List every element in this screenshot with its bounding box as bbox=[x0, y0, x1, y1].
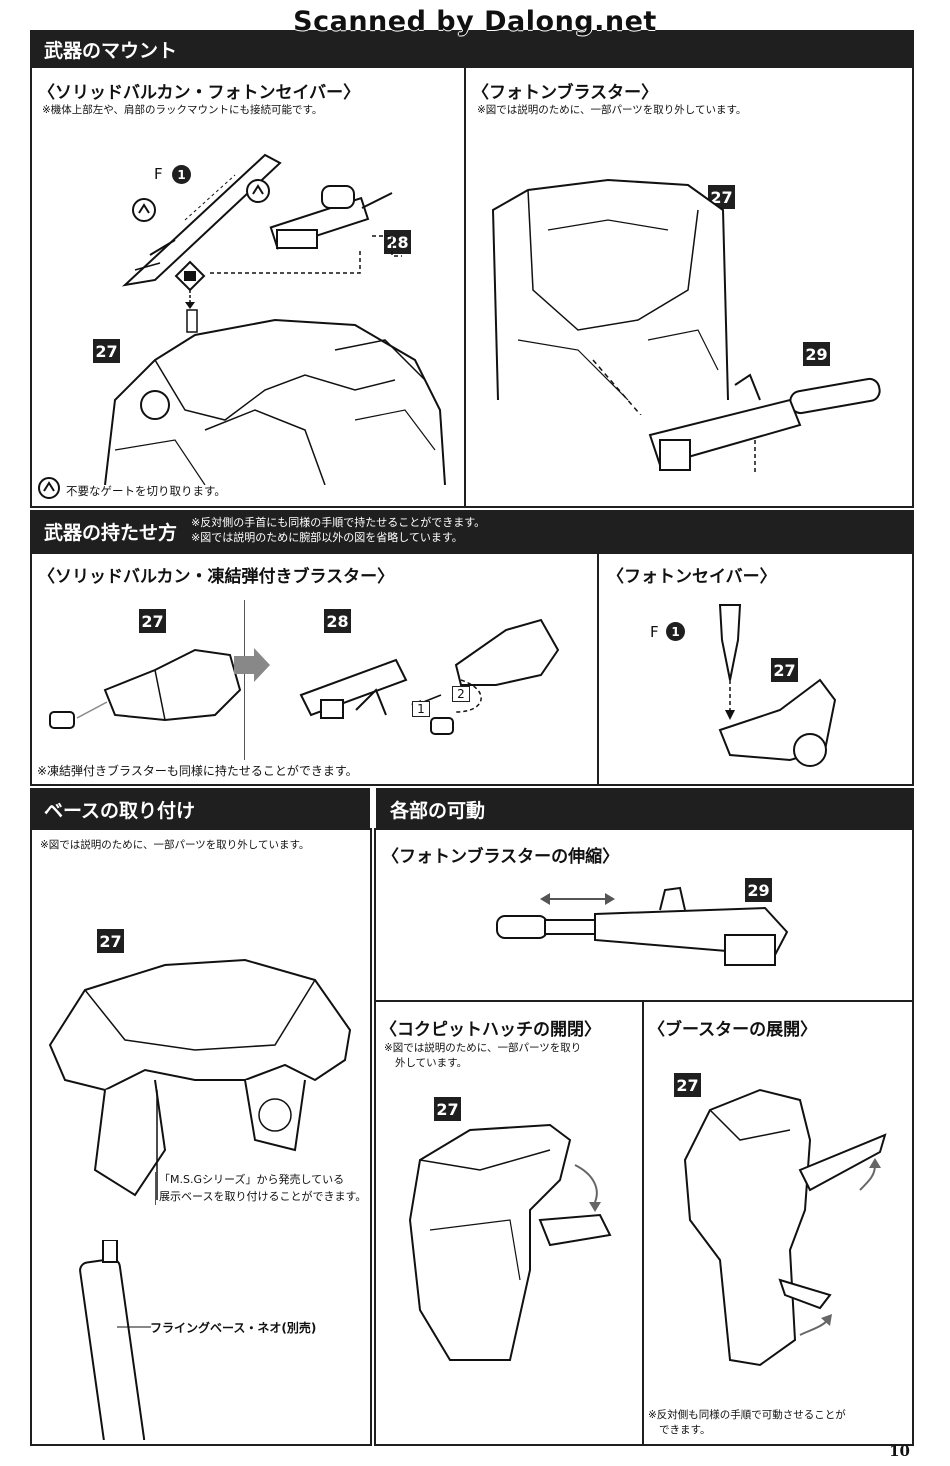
subtitle-photon-saber-hold: 〈フォトンセイバー〉 bbox=[607, 567, 777, 587]
arm-illustration bbox=[49, 648, 242, 729]
note-other-side-booster: ※反対側も同様の手順で可動させることが できます。 bbox=[648, 1408, 846, 1438]
flying-base-illustration bbox=[79, 1240, 151, 1440]
gate-icon bbox=[132, 198, 156, 222]
callout-display-base: 「M.S.Gシリーズ」から発売している 展示ベースを取り付けることができます。 bbox=[155, 1172, 366, 1205]
note-arms-only: ※図では説明のために腕部以外の図を省略しています。 bbox=[191, 531, 463, 544]
booster-note-line-1: ※反対側も同様の手順で可動させることが bbox=[648, 1409, 846, 1421]
subtitle-photon-blaster: 〈フォトンブラスター〉 bbox=[472, 83, 659, 103]
runner-letter-f: F bbox=[154, 165, 163, 183]
hatch-note-line-2: 外しています。 bbox=[395, 1057, 468, 1070]
part-number-27-mount: 27 bbox=[93, 339, 120, 363]
step-marker-2: 2 bbox=[452, 686, 470, 702]
vulcan-in-hand-illustration bbox=[299, 618, 560, 735]
booster-deploy-illustration bbox=[683, 1088, 887, 1367]
callout-line-2: 展示ベースを取り付けることができます。 bbox=[159, 1189, 367, 1203]
note-cut-gates: 不要なゲートを切り取ります。 bbox=[66, 484, 226, 498]
part-number-27-booster: 27 bbox=[674, 1073, 701, 1097]
next-step-arrow-icon bbox=[234, 648, 270, 682]
part-number-27-hold: 27 bbox=[139, 609, 166, 633]
note-freeze-blaster-hold: ※凍結弾付きブラスターも同様に持たせることができます。 bbox=[37, 764, 358, 778]
runner-number-1: 1 bbox=[172, 165, 191, 184]
connector-icon bbox=[174, 260, 206, 309]
section-header-base: ベースの取り付け bbox=[30, 788, 370, 830]
saber-in-hand-illustration bbox=[718, 604, 837, 767]
photon-blaster-illustration bbox=[648, 373, 881, 475]
dashed-guide bbox=[210, 248, 361, 274]
callout-line-1: 「M.S.Gシリーズ」から発売している bbox=[159, 1173, 345, 1186]
mech-torso-illustration bbox=[104, 309, 446, 485]
gate-cut-icon bbox=[38, 477, 60, 499]
runner-letter-f-hold: F bbox=[650, 623, 659, 641]
step-divider bbox=[244, 600, 245, 760]
section-title-move: 各部の可動 bbox=[390, 799, 486, 822]
photon-blaster-extended-illustration bbox=[496, 886, 789, 966]
note-parts-removed-hatch: ※図では説明のために、一部パーツを取り 外しています。 bbox=[384, 1041, 581, 1071]
section-title-mount: 武器のマウント bbox=[44, 39, 178, 62]
section-header-move: 各部の可動 bbox=[376, 788, 914, 830]
part-number-29-mount: 29 bbox=[803, 342, 830, 366]
page-number: 10 bbox=[889, 1442, 910, 1460]
extend-arrow-icon bbox=[540, 893, 615, 905]
subtitle-vulcan-freeze-blaster: 〈ソリッドバルカン・凍結弾付きブラスター〉 bbox=[38, 567, 395, 587]
mech-body-blaster-illustration bbox=[491, 178, 729, 415]
cockpit-hatch-illustration bbox=[408, 1123, 612, 1361]
booster-note-line-2: できます。 bbox=[659, 1424, 711, 1437]
section-notes-hold: ※反対側の手首にも同様の手順で持たせることができます。 ※図では説明のために腕部… bbox=[191, 516, 485, 546]
subtitle-hatch-open-close: 〈コクピットハッチの開閉〉 bbox=[380, 1020, 601, 1040]
scan-watermark: Scanned by Dalong.net bbox=[293, 6, 657, 37]
step-marker-1: 1 bbox=[412, 701, 430, 717]
part-number-27-hatch: 27 bbox=[434, 1097, 461, 1121]
panel-base bbox=[30, 828, 372, 1446]
label-flying-base-neo: フライングベース・ネオ(別売) bbox=[150, 1321, 317, 1335]
subtitle-solid-vulcan-photon-saber: 〈ソリッドバルカン・フォトンセイバー〉 bbox=[38, 83, 361, 103]
divider-mount bbox=[464, 66, 466, 508]
hatch-note-line-1: ※図では説明のために、一部パーツを取り bbox=[384, 1042, 582, 1054]
divider-hold bbox=[597, 552, 599, 786]
photon-saber-illustration bbox=[121, 153, 282, 287]
section-title-base: ベースの取り付け bbox=[44, 799, 196, 822]
part-number-27-saber: 27 bbox=[771, 658, 798, 682]
part-number-28-hold: 28 bbox=[324, 609, 351, 633]
part-number-27-base: 27 bbox=[97, 929, 124, 953]
section-header-mount: 武器のマウント bbox=[30, 30, 914, 68]
gate-icon bbox=[246, 179, 270, 203]
solid-vulcan-illustration bbox=[269, 185, 402, 257]
part-number-29-move: 29 bbox=[745, 878, 772, 902]
note-parts-removed-base: ※図では説明のために、一部パーツを取り外しています。 bbox=[40, 839, 310, 851]
note-parts-removed-mount: ※図では説明のために、一部パーツを取り外しています。 bbox=[477, 104, 747, 116]
note-other-wrist: ※反対側の手首にも同様の手順で持たせることができます。 bbox=[191, 516, 486, 530]
note-rack-mount: ※機体上部左や、肩部のラックマウントにも接続可能です。 bbox=[42, 104, 323, 116]
subtitle-blaster-extend: 〈フォトンブラスターの伸縮〉 bbox=[382, 847, 620, 867]
mech-fighter-mode-illustration bbox=[48, 958, 352, 1200]
section-title-hold: 武器の持たせ方 bbox=[44, 521, 178, 544]
runner-number-1-hold: 1 bbox=[666, 622, 685, 641]
subtitle-booster-deploy: 〈ブースターの展開〉 bbox=[648, 1020, 818, 1040]
section-header-hold: 武器の持たせ方 ※反対側の手首にも同様の手順で持たせることができます。 ※図では… bbox=[30, 510, 914, 552]
